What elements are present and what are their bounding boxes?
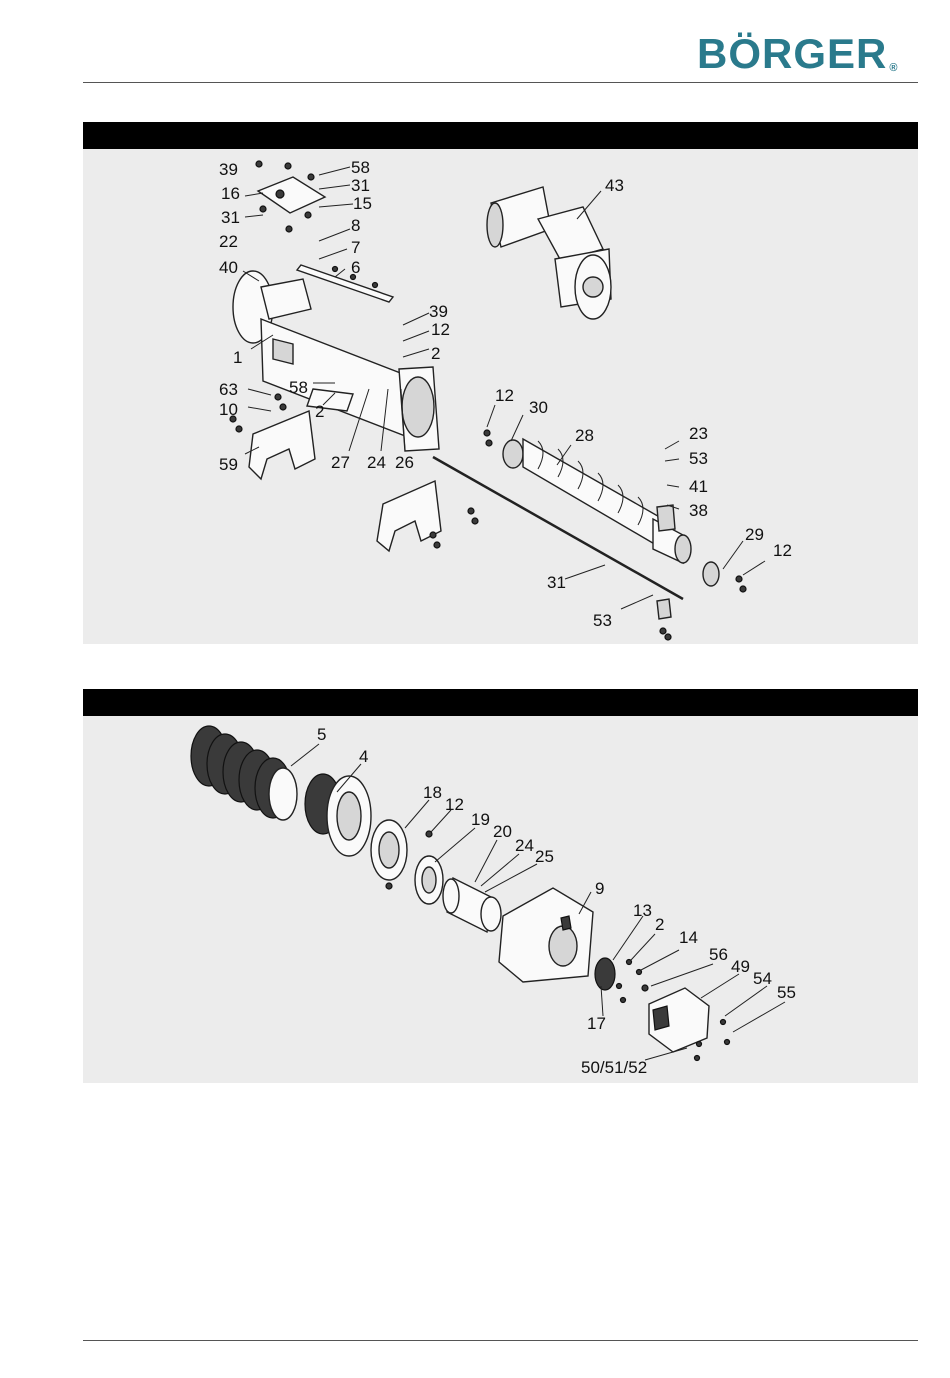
callout-8: 8 — [351, 216, 360, 235]
section-1-title-bar — [83, 122, 918, 149]
foot-left-drawing — [230, 394, 315, 479]
callout-39: 39 — [429, 302, 448, 321]
header-rule — [83, 82, 918, 83]
callout-12: 12 — [431, 320, 450, 339]
callout-39: 39 — [219, 160, 238, 179]
logo-text: BÖRGER — [697, 30, 887, 78]
callout-4: 4 — [359, 747, 368, 766]
callout-12: 12 — [445, 795, 464, 814]
section-2-drawing-panel: 5 4 18 12 19 20 24 25 9 13 2 14 56 49 54… — [83, 716, 918, 1083]
callout-17: 17 — [587, 1014, 606, 1033]
callout-31: 31 — [351, 176, 370, 195]
callout-9: 9 — [595, 879, 604, 898]
callout-58: 58 — [351, 158, 370, 177]
callout-2: 2 — [315, 402, 324, 421]
callout-24: 24 — [515, 836, 534, 855]
callout-43: 43 — [605, 176, 624, 195]
stator-rings-drawing — [191, 726, 297, 820]
callout-50-51-52: 50/51/52 — [581, 1058, 647, 1077]
callout-1: 1 — [233, 348, 242, 367]
callout-14: 14 — [679, 928, 698, 947]
callout-2: 2 — [655, 915, 664, 934]
callout-53: 53 — [593, 611, 612, 630]
exploded-view-1: 39 58 16 31 15 31 8 22 7 40 6 39 12 1 2 … — [83, 149, 918, 644]
logo-registered: ® — [889, 62, 898, 74]
callout-15: 15 — [353, 194, 372, 213]
borger-logo: BÖRGER® — [697, 36, 898, 78]
callout-16: 16 — [221, 184, 240, 203]
callout-20: 20 — [493, 822, 512, 841]
cover-housing-drawing — [499, 888, 593, 982]
section-2-title-bar — [83, 689, 918, 716]
callout-19: 19 — [471, 810, 490, 829]
callout-41: 41 — [689, 477, 708, 496]
callout-12: 12 — [773, 541, 792, 560]
flange-drawing — [415, 856, 443, 904]
stator-drawing — [305, 774, 371, 856]
cover-plate-drawing — [256, 161, 325, 232]
terminal-box-drawing — [642, 985, 730, 1061]
callout-18: 18 — [423, 783, 442, 802]
callout-30: 30 — [529, 398, 548, 417]
section-1-drawing-panel: 39 58 16 31 15 31 8 22 7 40 6 39 12 1 2 … — [83, 149, 918, 644]
callout-54: 54 — [753, 969, 772, 988]
callout-59: 59 — [219, 455, 238, 474]
callout-29: 29 — [745, 525, 764, 544]
callout-49: 49 — [731, 957, 750, 976]
callout-2: 2 — [431, 344, 440, 363]
callout-7: 7 — [351, 238, 360, 257]
callout-28: 28 — [575, 426, 594, 445]
callout-13: 13 — [633, 901, 652, 920]
callout-55: 55 — [777, 983, 796, 1002]
callout-31: 31 — [221, 208, 240, 227]
sleeve-drawing — [443, 878, 501, 932]
callout-6: 6 — [351, 258, 360, 277]
callout-5: 5 — [317, 725, 326, 744]
gear-motor-drawing — [487, 187, 611, 319]
callout-53: 53 — [689, 449, 708, 468]
callout-31: 31 — [547, 573, 566, 592]
callout-27: 27 — [331, 453, 350, 472]
callout-12: 12 — [495, 386, 514, 405]
callout-40: 40 — [219, 258, 238, 277]
footer-rule — [83, 1340, 918, 1341]
callout-25: 25 — [535, 847, 554, 866]
callout-26: 26 — [395, 453, 414, 472]
rod-drawing — [297, 265, 393, 302]
housing-drawing — [233, 271, 439, 451]
callout-22: 22 — [219, 232, 238, 251]
callout-38: 38 — [689, 501, 708, 520]
foot-right-drawing — [377, 481, 478, 551]
callout-24: 24 — [367, 453, 386, 472]
callout-58: 58 — [289, 378, 308, 397]
callout-10: 10 — [219, 400, 238, 419]
callout-23: 23 — [689, 424, 708, 443]
callout-56: 56 — [709, 945, 728, 964]
callout-63: 63 — [219, 380, 238, 399]
exploded-view-2: 5 4 18 12 19 20 24 25 9 13 2 14 56 49 54… — [83, 716, 918, 1083]
